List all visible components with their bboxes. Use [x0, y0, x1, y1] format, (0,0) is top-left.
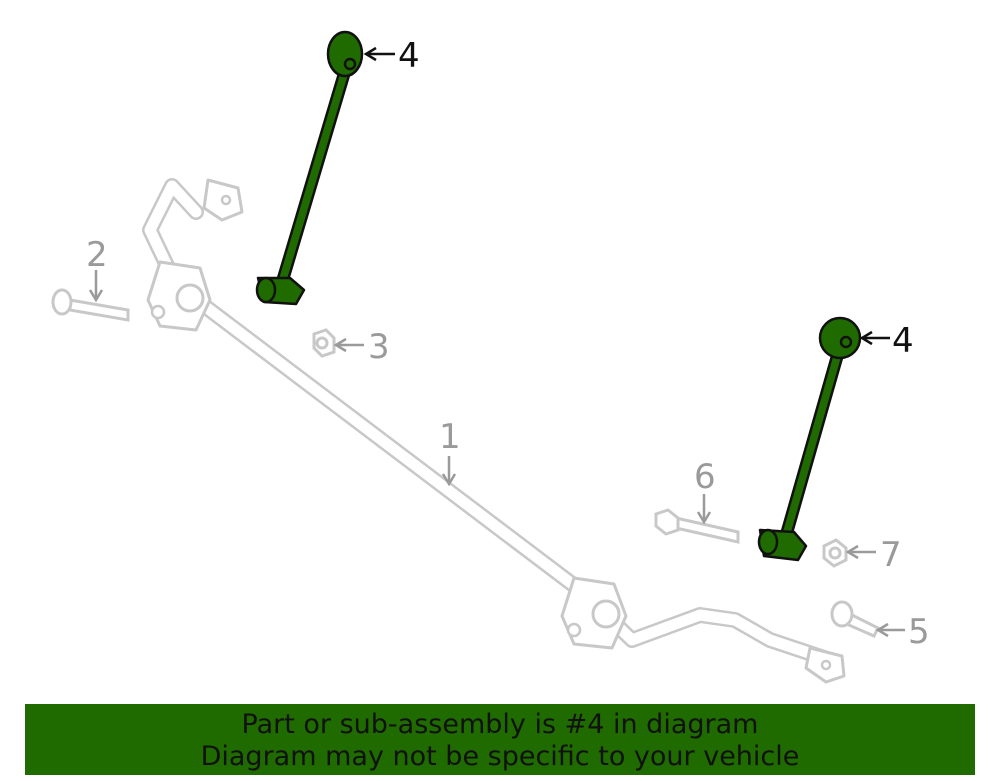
bolt-part-5[interactable]	[830, 600, 881, 638]
callout-1: 1	[439, 417, 461, 457]
callout-2: 2	[86, 235, 108, 275]
callout-6: 6	[694, 457, 716, 497]
nut-part-3[interactable]	[312, 328, 336, 358]
leader-arrows	[88, 46, 905, 638]
notice-banner: Part or sub-assembly is #4 in diagram Di…	[25, 704, 975, 775]
parts-diagram: 2 3 4 4 1 6 7 5	[51, 30, 930, 684]
stabilizer-link-part-4-left[interactable]	[255, 30, 364, 306]
bolt-part-2[interactable]	[51, 288, 130, 322]
stabilizer-link-part-4-right[interactable]	[757, 316, 862, 562]
callout-5: 5	[908, 612, 930, 652]
banner-line-1: Part or sub-assembly is #4 in diagram	[241, 709, 759, 740]
stabilizer-bar-part-1[interactable]	[142, 178, 846, 684]
nut-part-7[interactable]	[822, 538, 848, 568]
bolt-part-6[interactable]	[654, 508, 740, 544]
callout-7: 7	[880, 535, 902, 575]
callout-4-right: 4	[892, 321, 914, 361]
callout-4-top: 4	[398, 36, 420, 76]
banner-line-2: Diagram may not be specific to your vehi…	[200, 741, 800, 772]
callout-3: 3	[368, 327, 390, 367]
